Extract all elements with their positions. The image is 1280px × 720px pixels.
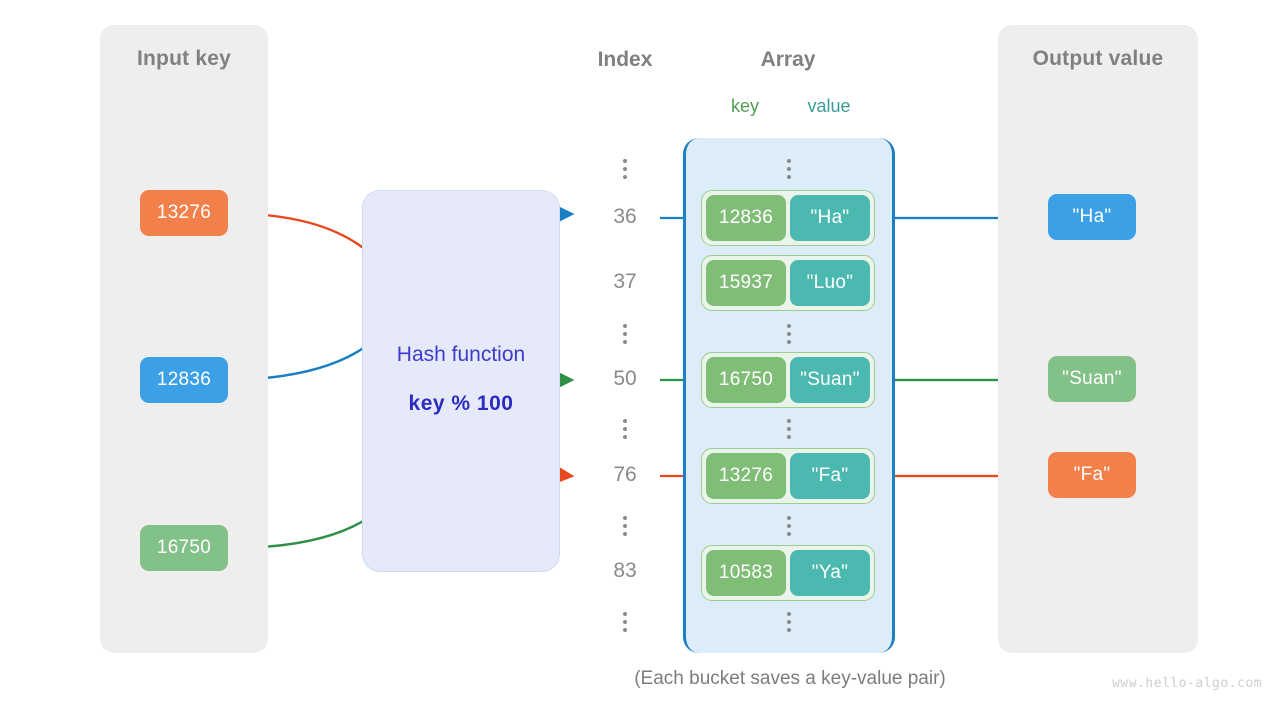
- vertical-ellipsis: [779, 415, 799, 443]
- value-subheading: value: [807, 96, 851, 116]
- vertical-ellipsis: [779, 608, 799, 636]
- bucket-36-key: 12836: [706, 195, 786, 241]
- bucket-50-value: "Suan": [790, 357, 870, 403]
- vertical-ellipsis: [779, 512, 799, 540]
- index-label-83: 83: [613, 559, 637, 582]
- bucket-50-key: 16750: [706, 357, 786, 403]
- key-13276[interactable]: 13276: [140, 190, 228, 236]
- input-panel-title: Input key: [137, 47, 231, 70]
- bucket-83[interactable]: 10583"Ya": [701, 545, 875, 601]
- vertical-ellipsis: [615, 512, 635, 540]
- index-label-37: 37: [613, 270, 637, 293]
- key-12836[interactable]: 12836: [140, 357, 228, 403]
- bucket-83-key: 10583: [706, 550, 786, 596]
- out-fa[interactable]: "Fa": [1048, 452, 1136, 498]
- bucket-76-value: "Fa": [790, 453, 870, 499]
- bucket-76-key: 13276: [706, 453, 786, 499]
- bucket-36[interactable]: 12836"Ha": [701, 190, 875, 246]
- index-label-50: 50: [613, 367, 637, 390]
- hash-function-box: [362, 190, 560, 572]
- out-ha[interactable]: "Ha": [1048, 194, 1136, 240]
- vertical-ellipsis: [779, 155, 799, 183]
- bucket-37[interactable]: 15937"Luo": [701, 255, 875, 311]
- bucket-76[interactable]: 13276"Fa": [701, 448, 875, 504]
- vertical-ellipsis: [615, 415, 635, 443]
- index-column-heading: Index: [597, 48, 653, 71]
- bucket-50[interactable]: 16750"Suan": [701, 352, 875, 408]
- vertical-ellipsis: [615, 608, 635, 636]
- key-subheading: key: [730, 96, 759, 116]
- out-suan[interactable]: "Suan": [1048, 356, 1136, 402]
- diagram-caption: (Each bucket saves a key-value pair): [634, 668, 946, 689]
- bucket-37-key: 15937: [706, 260, 786, 306]
- site-watermark: www.hello-algo.com: [1112, 676, 1262, 691]
- bucket-36-value: "Ha": [790, 195, 870, 241]
- key-16750[interactable]: 16750: [140, 525, 228, 571]
- bucket-37-value: "Luo": [790, 260, 870, 306]
- index-label-36: 36: [613, 205, 637, 228]
- output-panel-title: Output value: [1032, 47, 1164, 70]
- vertical-ellipsis: [779, 320, 799, 348]
- output-value-panel: Output value: [998, 25, 1198, 653]
- vertical-ellipsis: [615, 320, 635, 348]
- bucket-83-value: "Ya": [790, 550, 870, 596]
- hash-function-label: Hash function: [396, 343, 526, 366]
- array-column-heading: Array: [760, 48, 816, 71]
- hash-function-formula: key % 100: [408, 392, 514, 415]
- index-label-76: 76: [613, 463, 637, 486]
- vertical-ellipsis: [615, 155, 635, 183]
